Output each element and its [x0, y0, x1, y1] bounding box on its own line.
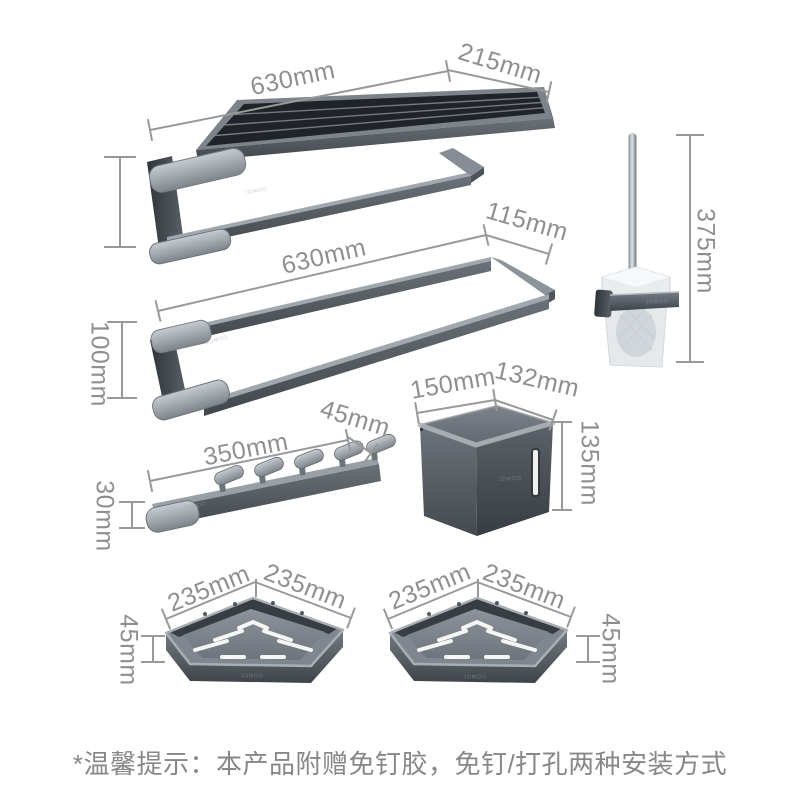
hook-row-height-label: 30mm [90, 480, 119, 552]
hooks [214, 433, 396, 493]
brand-logo-basket-left: JOMOO [240, 672, 264, 680]
brand-logo-brush: JOMOO [645, 298, 669, 306]
hook-row-illustration [145, 433, 396, 533]
corner-basket-right-illustration [388, 596, 569, 683]
tissue-box-illustration [417, 405, 556, 536]
toilet-brush-illustration [594, 133, 680, 368]
tissue-box-height-label: 135mm [575, 420, 604, 506]
brand-logo-box: JOMOO [498, 475, 522, 483]
double-towel-bar-illustration [150, 257, 555, 421]
brand-logo-basket-right: JOMOO [463, 673, 487, 681]
towel-bar-height-label: 100mm [85, 321, 114, 407]
basket-right-height-label: 45mm [596, 613, 625, 685]
corner-basket-left-illustration [164, 596, 345, 683]
installation-note: *温馨提示：本产品附赠免钉胶，免钉/打孔两种安装方式 [72, 749, 728, 779]
basket-left-height-label: 45mm [114, 614, 143, 686]
brush-height-label: 375mm [691, 208, 720, 294]
dimension-lines [104, 60, 704, 663]
towel-shelf-rack-illustration [147, 87, 555, 265]
